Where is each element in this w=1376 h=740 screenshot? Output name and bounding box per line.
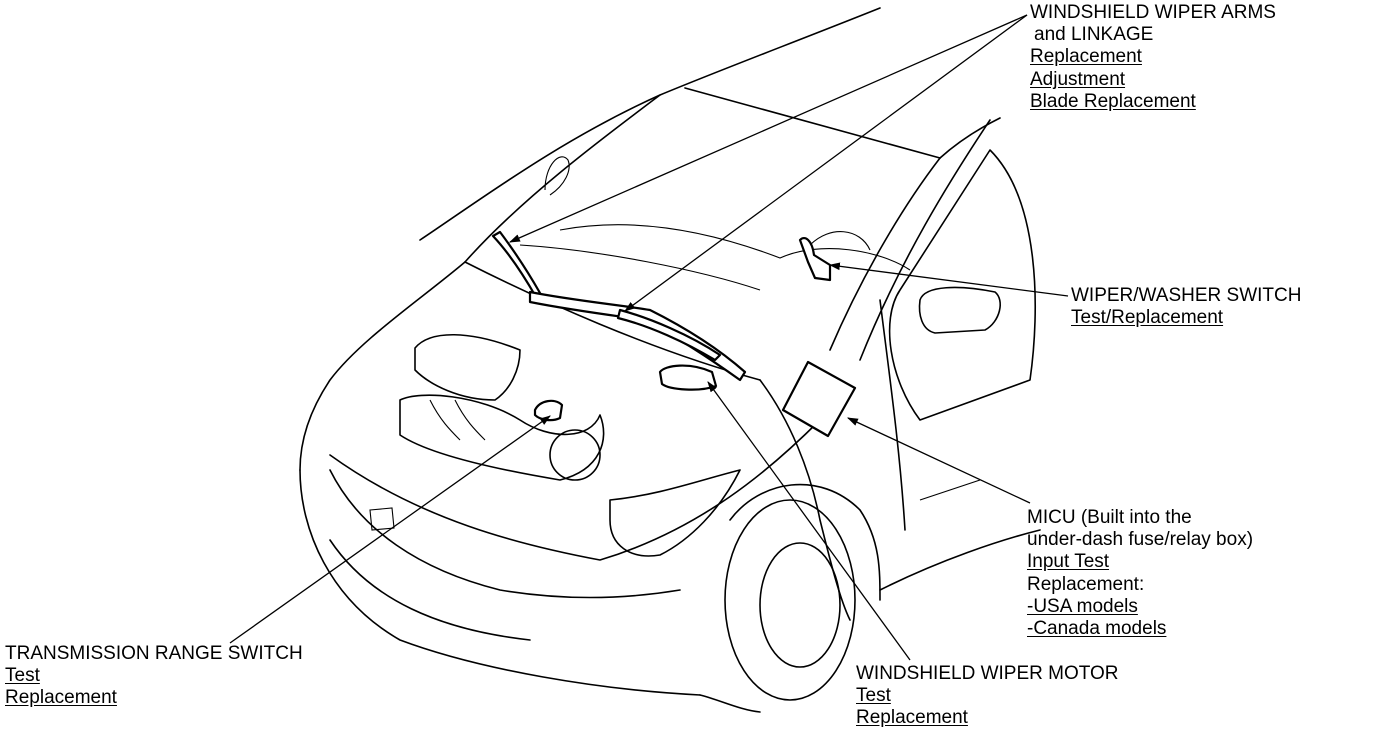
wiper-arms-adjustment-link[interactable]: Adjustment bbox=[1030, 68, 1126, 90]
micu-canada-models-link[interactable]: -Canada models bbox=[1027, 618, 1167, 640]
engine-detail bbox=[429, 399, 486, 441]
micu-replacement-label: Replacement: bbox=[1027, 573, 1145, 595]
micu-subtitle: under-dash fuse/relay box) bbox=[1027, 529, 1254, 551]
engine-intake bbox=[399, 394, 605, 481]
wiper-motor-test-link[interactable]: Test bbox=[856, 685, 891, 707]
windshield-top-edge bbox=[684, 87, 941, 159]
micu-box bbox=[781, 360, 857, 438]
door-line bbox=[879, 299, 906, 531]
front-bumper bbox=[299, 469, 701, 696]
front-wheel bbox=[724, 499, 856, 701]
trans-range-switch bbox=[533, 399, 564, 422]
wiper-arms-replacement-link[interactable]: Replacement bbox=[1030, 46, 1142, 68]
windshield-left-pillar bbox=[464, 94, 661, 263]
door-window bbox=[888, 149, 1037, 421]
wiper-motor-replacement-link[interactable]: Replacement bbox=[856, 707, 968, 729]
trans-switch-title: TRANSMISSION RANGE SWITCH bbox=[5, 643, 303, 664]
hood-outline bbox=[299, 261, 466, 471]
windshield-right-pillar bbox=[829, 157, 941, 351]
wiper-arm-right bbox=[616, 308, 722, 362]
leader-motor bbox=[707, 381, 911, 661]
highlighted-parts bbox=[491, 230, 857, 438]
front-lower-edge bbox=[699, 694, 761, 713]
engine-cylinder bbox=[549, 429, 601, 481]
wiper-motor bbox=[658, 364, 718, 391]
washer-switch-test-replacement-link[interactable]: Test/Replacement bbox=[1071, 307, 1224, 329]
callout-wiper-washer-switch: WIPER/WASHER SWITCH Test/Replacement bbox=[1071, 285, 1301, 329]
a-pillar-outer bbox=[859, 119, 991, 361]
wheel-arch bbox=[729, 483, 881, 601]
roof-line bbox=[419, 7, 881, 241]
side-mirror bbox=[918, 286, 1001, 334]
wiper-linkage bbox=[528, 290, 747, 382]
micu-title: MICU (Built into the bbox=[1027, 507, 1192, 528]
trans-switch-replacement-link[interactable]: Replacement bbox=[5, 687, 117, 709]
washer-switch-title: WIPER/WASHER SWITCH bbox=[1071, 285, 1302, 306]
callout-wiper-arms: WINDSHIELD WIPER ARMS and LINKAGE Replac… bbox=[1030, 2, 1276, 113]
trans-switch-test-link[interactable]: Test bbox=[5, 665, 40, 687]
micu-input-test-link[interactable]: Input Test bbox=[1027, 551, 1110, 573]
leader-arms-2 bbox=[624, 14, 1028, 312]
micu-usa-models-link[interactable]: -USA models bbox=[1027, 595, 1138, 617]
leader-micu bbox=[847, 417, 1031, 504]
wiper-arms-title: WINDSHIELD WIPER ARMS bbox=[1030, 2, 1276, 23]
dashboard-line bbox=[559, 224, 911, 271]
callout-wiper-motor: WINDSHIELD WIPER MOTOR Test Replacement bbox=[856, 663, 1119, 730]
headlight bbox=[609, 469, 741, 557]
dashboard-line-2 bbox=[519, 244, 761, 291]
leader-trans bbox=[229, 415, 551, 644]
leader-lines bbox=[229, 14, 1069, 661]
door-handle bbox=[919, 479, 981, 501]
side-sill bbox=[879, 529, 1041, 591]
engine-cover bbox=[414, 333, 521, 401]
roof-right bbox=[939, 117, 1001, 159]
leader-washer-switch bbox=[828, 262, 1069, 297]
steering-column bbox=[809, 231, 871, 251]
front-grille bbox=[329, 469, 681, 599]
rear-view-mirror bbox=[544, 156, 570, 196]
wiper-motor-title: WINDSHIELD WIPER MOTOR bbox=[856, 663, 1119, 684]
hood-front-edge bbox=[329, 419, 821, 561]
hood-rear-edge bbox=[464, 261, 761, 381]
car-outline bbox=[299, 7, 1041, 713]
emblem bbox=[369, 507, 395, 531]
wiper-arms-subtitle: and LINKAGE bbox=[1034, 24, 1154, 46]
callout-transmission-range-switch: TRANSMISSION RANGE SWITCH Test Replaceme… bbox=[5, 643, 303, 710]
callout-micu: MICU (Built into the under-dash fuse/rel… bbox=[1027, 507, 1253, 640]
front-wheel-rim bbox=[759, 542, 841, 668]
leader-arms-1 bbox=[508, 14, 1028, 243]
wiper-blade-replacement-link[interactable]: Blade Replacement bbox=[1030, 90, 1196, 112]
wiper-washer-switch bbox=[798, 237, 832, 282]
